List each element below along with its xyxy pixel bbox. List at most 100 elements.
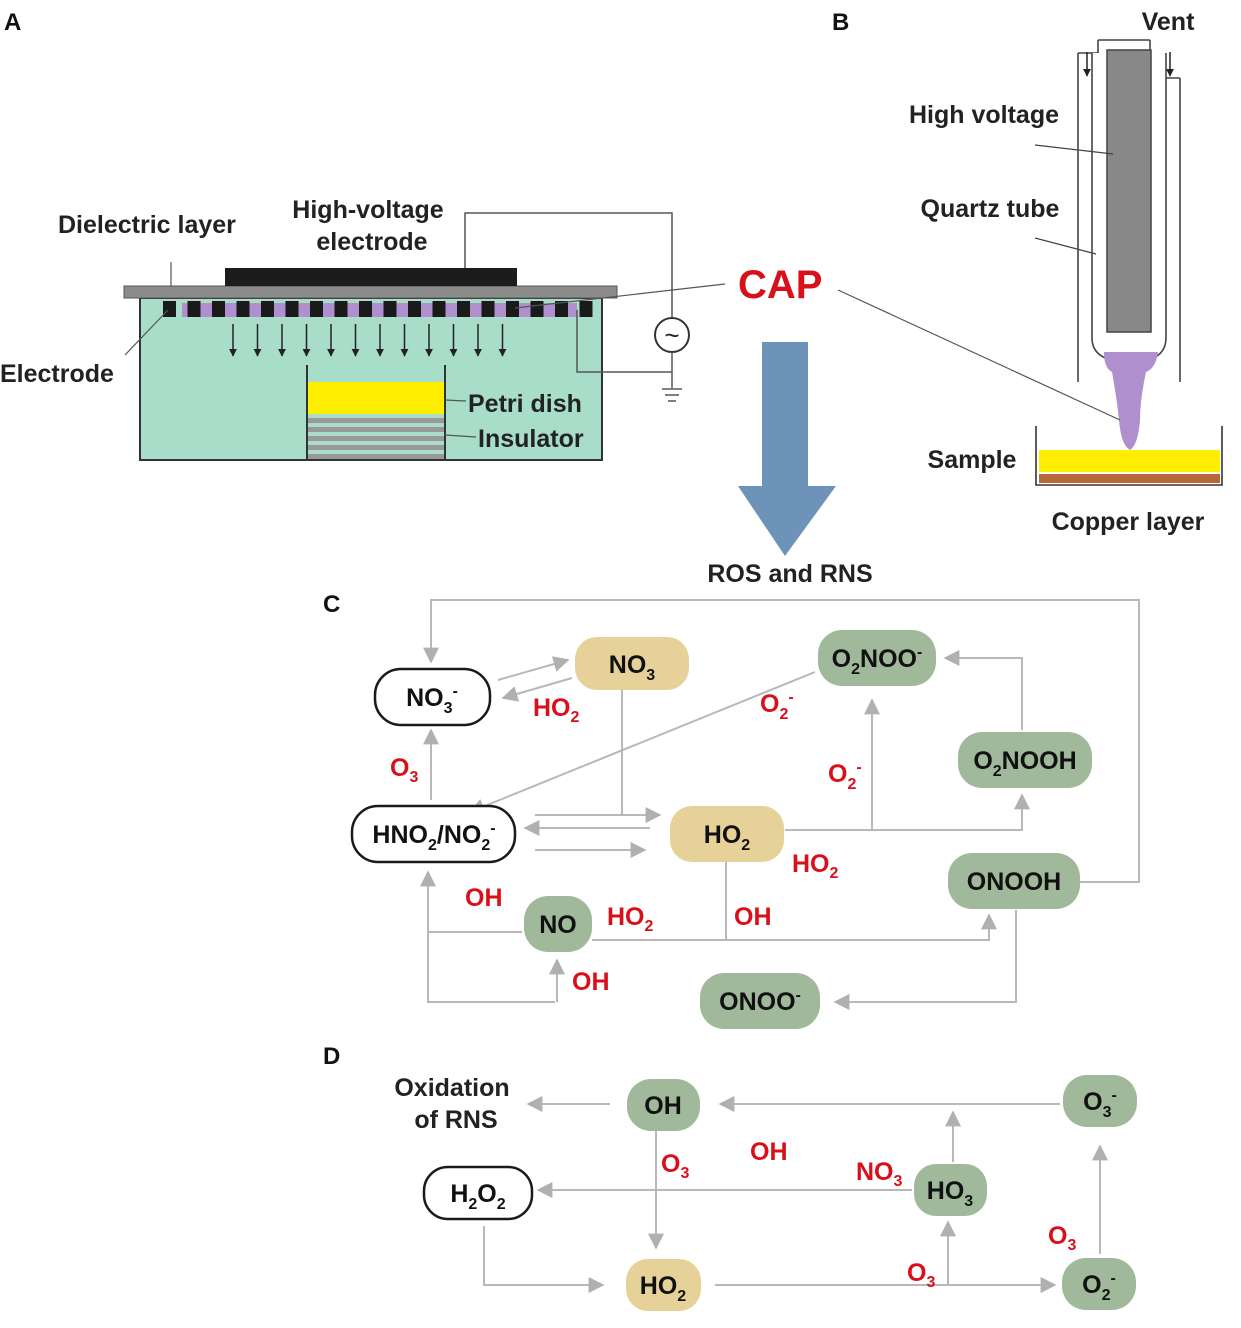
reagent-d-o3-b: O3 [907,1259,935,1291]
reagent-o2-ion-diag: O2- [760,689,794,723]
panel-b-plasma-jet: Vent High voltage Quartz tube Sample Cop… [837,8,1223,536]
electrode-square [530,301,544,317]
node-onooh-label: ONOOH [967,868,1061,896]
dielectric-layer-label: Dielectric layer [58,211,236,239]
reagent-d-oh: OH [750,1138,788,1166]
panel-a-dbd-device: ~ Dielectric layer High-voltage electrod… [0,196,726,461]
reagent-oh-bottom: OH [572,968,610,996]
hv-electrode-label-1: High-voltage [292,196,443,224]
node-d-oh [627,1079,700,1131]
ground-icon [662,388,682,402]
plasma-arrows [229,324,507,357]
electrode-square [506,301,519,317]
electrode-square [334,301,348,317]
electrode-label: Electrode [0,360,114,388]
insulator-stack [308,418,444,459]
node-ho2-label: HO2 [704,821,751,854]
electrode-square [359,301,372,317]
node-d-ho3 [914,1164,987,1216]
electrode-square [212,301,225,317]
high-voltage-label: High voltage [909,101,1059,129]
oxidation-label-2: of RNS [414,1106,497,1134]
vent-label: Vent [1142,8,1195,36]
electrode-square [236,301,250,317]
node-no3 [575,637,689,690]
node-d-o2-ion [1062,1258,1136,1310]
node-o2nooh [958,732,1092,788]
node-d-o2-ion-label: O2- [1082,1270,1116,1304]
oxidation-label-1: Oxidation [394,1074,509,1102]
plasma-jet [1104,352,1158,450]
panel-letter-a: A [4,9,21,36]
node-hno2-no2-ion [350,804,517,864]
electrode-square [457,301,470,317]
node-d-o3-ion [1063,1075,1137,1127]
reagent-d-no3: NO3 [856,1158,903,1190]
node-o2noo-ion-label: O2NOO- [832,644,923,678]
node-no-label: NO [539,911,577,939]
electrode-array [163,301,593,317]
node-ho2 [670,806,784,862]
node-d-o3-ion-label: O3- [1083,1087,1117,1121]
node-d-ho3-label: HO3 [927,1177,974,1210]
electrode-square [285,301,299,317]
node-d-ho2 [626,1259,701,1311]
insulator-label: Insulator [478,425,584,453]
node-no3-ion-label: NO3- [406,683,458,717]
electrode-square [310,301,323,317]
petri-dish-label: Petri dish [468,390,582,418]
copper-layer [1039,474,1220,483]
electrode-square [432,301,446,317]
node-d-oh-label: OH [644,1092,682,1120]
electrode-square [579,301,593,317]
node-o2noo-ion [818,630,936,686]
electrode-square [383,301,397,317]
reagent-oh-mid: OH [734,903,772,931]
ros-rns-label: ROS and RNS [707,560,872,588]
hv-electrode-bar [225,268,517,286]
node-onooh [948,853,1080,909]
node-no3-label: NO3 [609,651,656,684]
electrode-square [261,301,274,317]
reagent-ho2-right: HO2 [792,850,839,882]
hv-rod [1106,49,1152,333]
electrode-square [555,301,568,317]
electrode-square [187,301,201,317]
reagent-d-o3-a: O3 [661,1150,689,1182]
node-hno2-label: HNO2/NO2- [372,820,495,854]
node-onoo-ion [700,973,820,1029]
panel-d-reaction-network: Oxidation of RNS OH O3- H2O2 HO3 HO2 O2-… [394,1074,1137,1311]
sample-liquid [1039,450,1220,472]
panel-letter-c: C [323,591,340,618]
node-d-h2o2 [422,1165,534,1221]
chamber [139,297,603,461]
node-d-h2o2-label: H2O2 [450,1180,505,1213]
panel-c-reaction-network: NO3- NO3 O2NOO- HNO2/NO2- HO2 O2NOOH ONO… [350,599,1140,1029]
electrode-square [163,301,176,317]
cap-label: CAP [738,263,822,307]
panel-letter-b: B [832,9,849,36]
panel-letter-d: D [323,1043,340,1070]
reagent-oh-left: OH [465,884,503,912]
copper-layer-label: Copper layer [1052,508,1205,536]
dielectric-plate [123,285,618,299]
reagent-d-o3-c: O3 [1048,1222,1076,1254]
node-onoo-ion-label: ONOO- [719,987,801,1016]
reagent-o3-left: O3 [390,754,418,786]
quartz-tube-label: Quartz tube [921,195,1060,223]
node-o2nooh-label: O2NOOH [973,747,1076,780]
reagent-ho2-no: HO2 [607,903,654,935]
sample-label: Sample [928,446,1017,474]
node-no3-ion [373,667,492,727]
ac-symbol: ~ [664,320,679,350]
plasma-layer [182,303,577,317]
reagent-ho2-top: HO2 [533,694,580,726]
hv-electrode-label-2: electrode [316,228,427,256]
reagent-o2-ion-mid: O2- [828,759,862,793]
petri-dish-sample [308,382,444,414]
node-no [524,896,592,952]
electrode-square [408,301,421,317]
electrode-square [481,301,495,317]
big-arrow [738,342,836,556]
